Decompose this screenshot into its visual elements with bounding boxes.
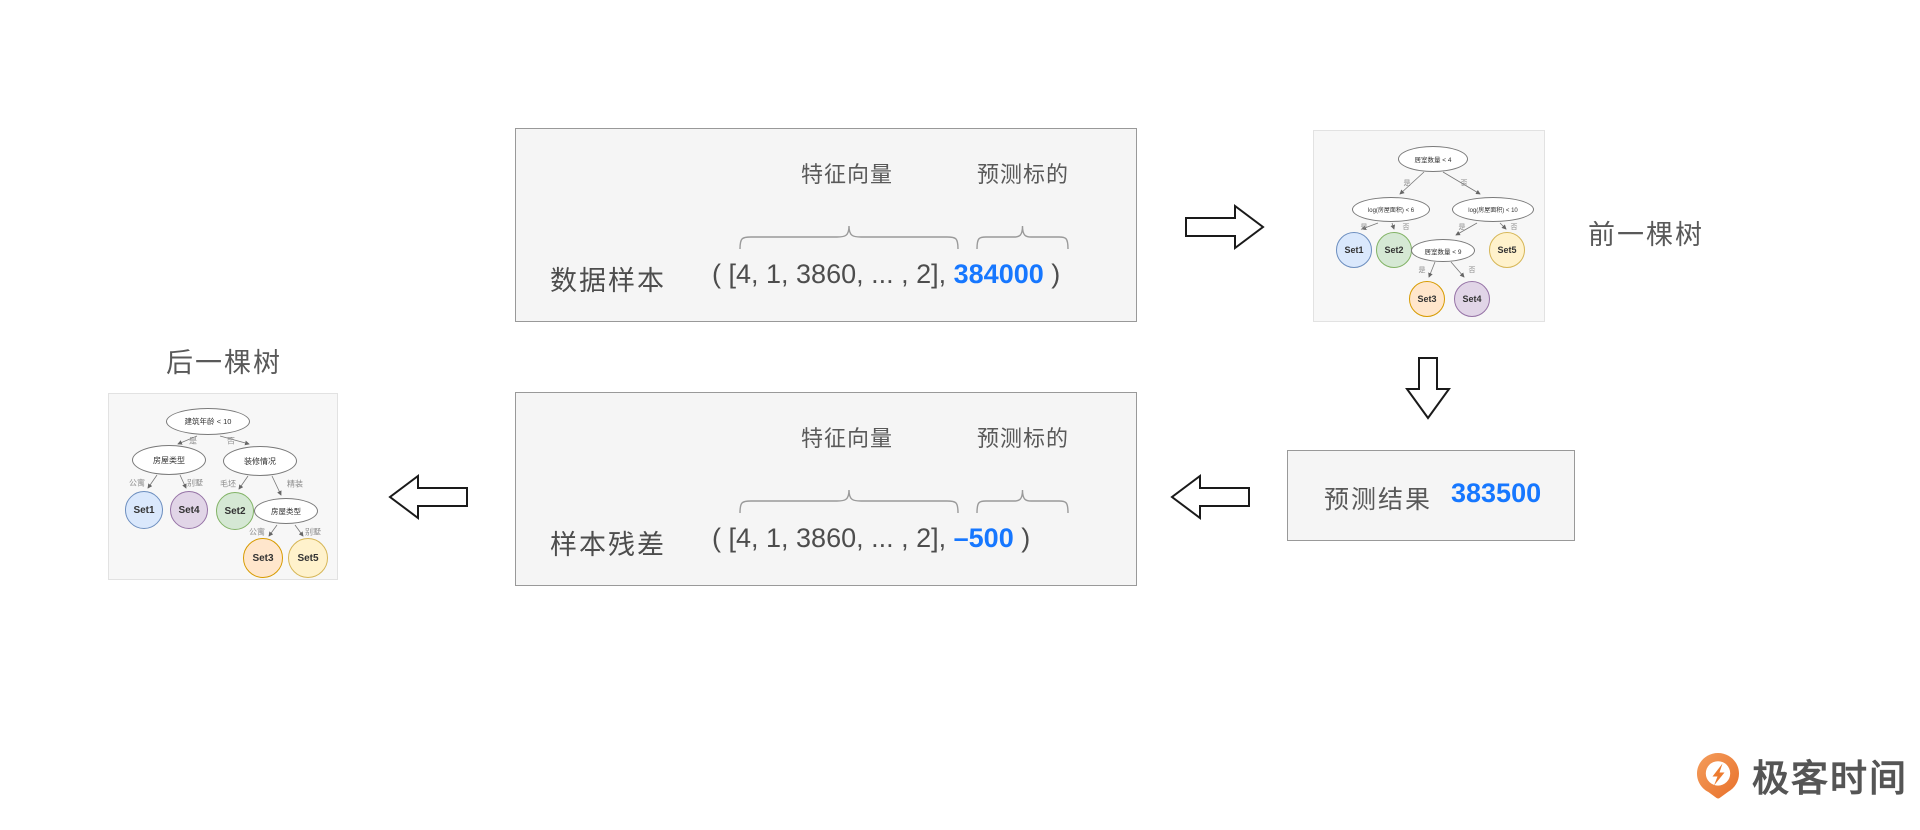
geektime-logo-text: 极客时间 <box>1752 758 1908 799</box>
leaf-set1: Set1 <box>1336 232 1372 268</box>
residual-row-label: 样本残差 <box>550 530 666 560</box>
leaf-set5: Set5 <box>288 538 328 578</box>
target-label: 预测标的 <box>976 426 1069 451</box>
next-tree-edges <box>147 435 304 537</box>
feature-vector-label: 特征向量 <box>800 162 893 187</box>
feature-vector-label: 特征向量 <box>800 426 893 451</box>
prev-tree-root-node: 居室数量 < 4 <box>1398 146 1468 172</box>
sample-target-value: 384000 <box>953 259 1044 289</box>
prediction-result-box: 预测结果 383500 <box>1287 450 1575 541</box>
prev-tree-left-node: log(房屋面积) < 6 <box>1352 197 1430 222</box>
geektime-logo-icon <box>1697 753 1739 799</box>
leaf-set3: Set3 <box>243 538 283 578</box>
residual-target-value: –500 <box>953 523 1014 553</box>
sample-value-row: 数据样本 ( [4, 1, 3860, ... , 2], 384000 ) <box>516 253 1136 301</box>
prev-tree-title: 前一棵树 <box>1588 220 1704 250</box>
target-overbrace-icon <box>976 489 1069 514</box>
arrow-left-icon <box>1170 474 1250 520</box>
data-sample-box: 特征向量 预测标的 数据样本 ( [4, 1, 3860, ... , 2], … <box>515 128 1137 322</box>
prev-tree-mid-node: 居室数量 < 9 <box>1411 239 1475 262</box>
sample-row-label: 数据样本 <box>550 266 666 296</box>
prev-tree-panel: 居室数量 < 4 是 否 log(房屋面积) < 6 log(房屋面积) < 1… <box>1313 130 1545 322</box>
prediction-value: 383500 <box>1451 478 1542 508</box>
residual-tuple: ( [4, 1, 3860, ... , 2], –500 ) <box>712 523 1030 554</box>
arrow-down-icon <box>1405 357 1451 420</box>
edge-label-apartment: 公寓 <box>129 478 145 488</box>
feature-overbrace-icon <box>739 489 959 514</box>
leaf-set4: Set4 <box>1454 281 1490 317</box>
edge-label-no: 否 <box>1402 224 1410 231</box>
leaf-set4: Set4 <box>170 491 208 529</box>
prev-tree-right-node: log(房屋面积) < 10 <box>1452 197 1534 222</box>
sample-tuple: ( [4, 1, 3860, ... , 2], 384000 ) <box>712 259 1060 290</box>
sample-vector-text: ( [4, 1, 3860, ... , 2], <box>712 259 954 289</box>
edge-label-villa: 别墅 <box>305 527 321 537</box>
edge-label-rough: 毛坯 <box>220 479 236 489</box>
target-overbrace-icon <box>976 225 1069 250</box>
edge-label-apartment: 公寓 <box>249 527 265 537</box>
edge-label-yes: 是 <box>1458 224 1466 231</box>
leaf-set5: Set5 <box>1489 232 1525 268</box>
next-tree-left-node: 房屋类型 <box>132 445 206 475</box>
feature-overbrace-icon <box>739 225 959 250</box>
prediction-label: 预测结果 <box>1324 486 1433 514</box>
residual-vector-text: ( [4, 1, 3860, ... , 2], <box>712 523 954 553</box>
edge-label-no: 否 <box>227 436 235 446</box>
leaf-set2: Set2 <box>216 492 254 530</box>
residual-close-paren: ) <box>1013 523 1031 553</box>
edge-label-yes: 是 <box>189 436 197 446</box>
residual-value-row: 样本残差 ( [4, 1, 3860, ... , 2], –500 ) <box>516 517 1136 565</box>
arrow-right-icon <box>1185 204 1265 250</box>
residual-box: 特征向量 预测标的 样本残差 ( [4, 1, 3860, ... , 2], … <box>515 392 1137 586</box>
leaf-set1: Set1 <box>125 491 163 529</box>
edge-label-yes: 是 <box>1360 224 1368 231</box>
next-tree-panel: 建筑年龄 < 10 是 否 房屋类型 装修情况 公寓 别墅 毛坯 精装 Set1… <box>108 393 338 580</box>
edge-label-villa: 别墅 <box>187 478 203 488</box>
next-tree-title: 后一棵树 <box>166 348 282 378</box>
edge-label-refined: 精装 <box>287 479 303 489</box>
edge-label-no: 否 <box>1510 224 1518 231</box>
next-tree-right-node: 装修情况 <box>223 446 297 476</box>
leaf-set3: Set3 <box>1409 281 1445 317</box>
edge-label-yes: 是 <box>1418 267 1426 274</box>
prev-tree-edges <box>1361 171 1507 278</box>
leaf-set2: Set2 <box>1376 232 1412 268</box>
next-tree-root-node: 建筑年龄 < 10 <box>166 408 250 435</box>
edge-label-no: 否 <box>1468 267 1476 274</box>
edge-label-no: 否 <box>1460 180 1468 187</box>
target-label: 预测标的 <box>976 162 1069 187</box>
edge-label-yes: 是 <box>1403 180 1411 187</box>
next-tree-low-node: 房屋类型 <box>254 498 318 524</box>
sample-close-paren: ) <box>1043 259 1061 289</box>
geektime-logo: 极客时间 <box>1694 748 1908 802</box>
arrow-left-icon <box>388 474 468 520</box>
